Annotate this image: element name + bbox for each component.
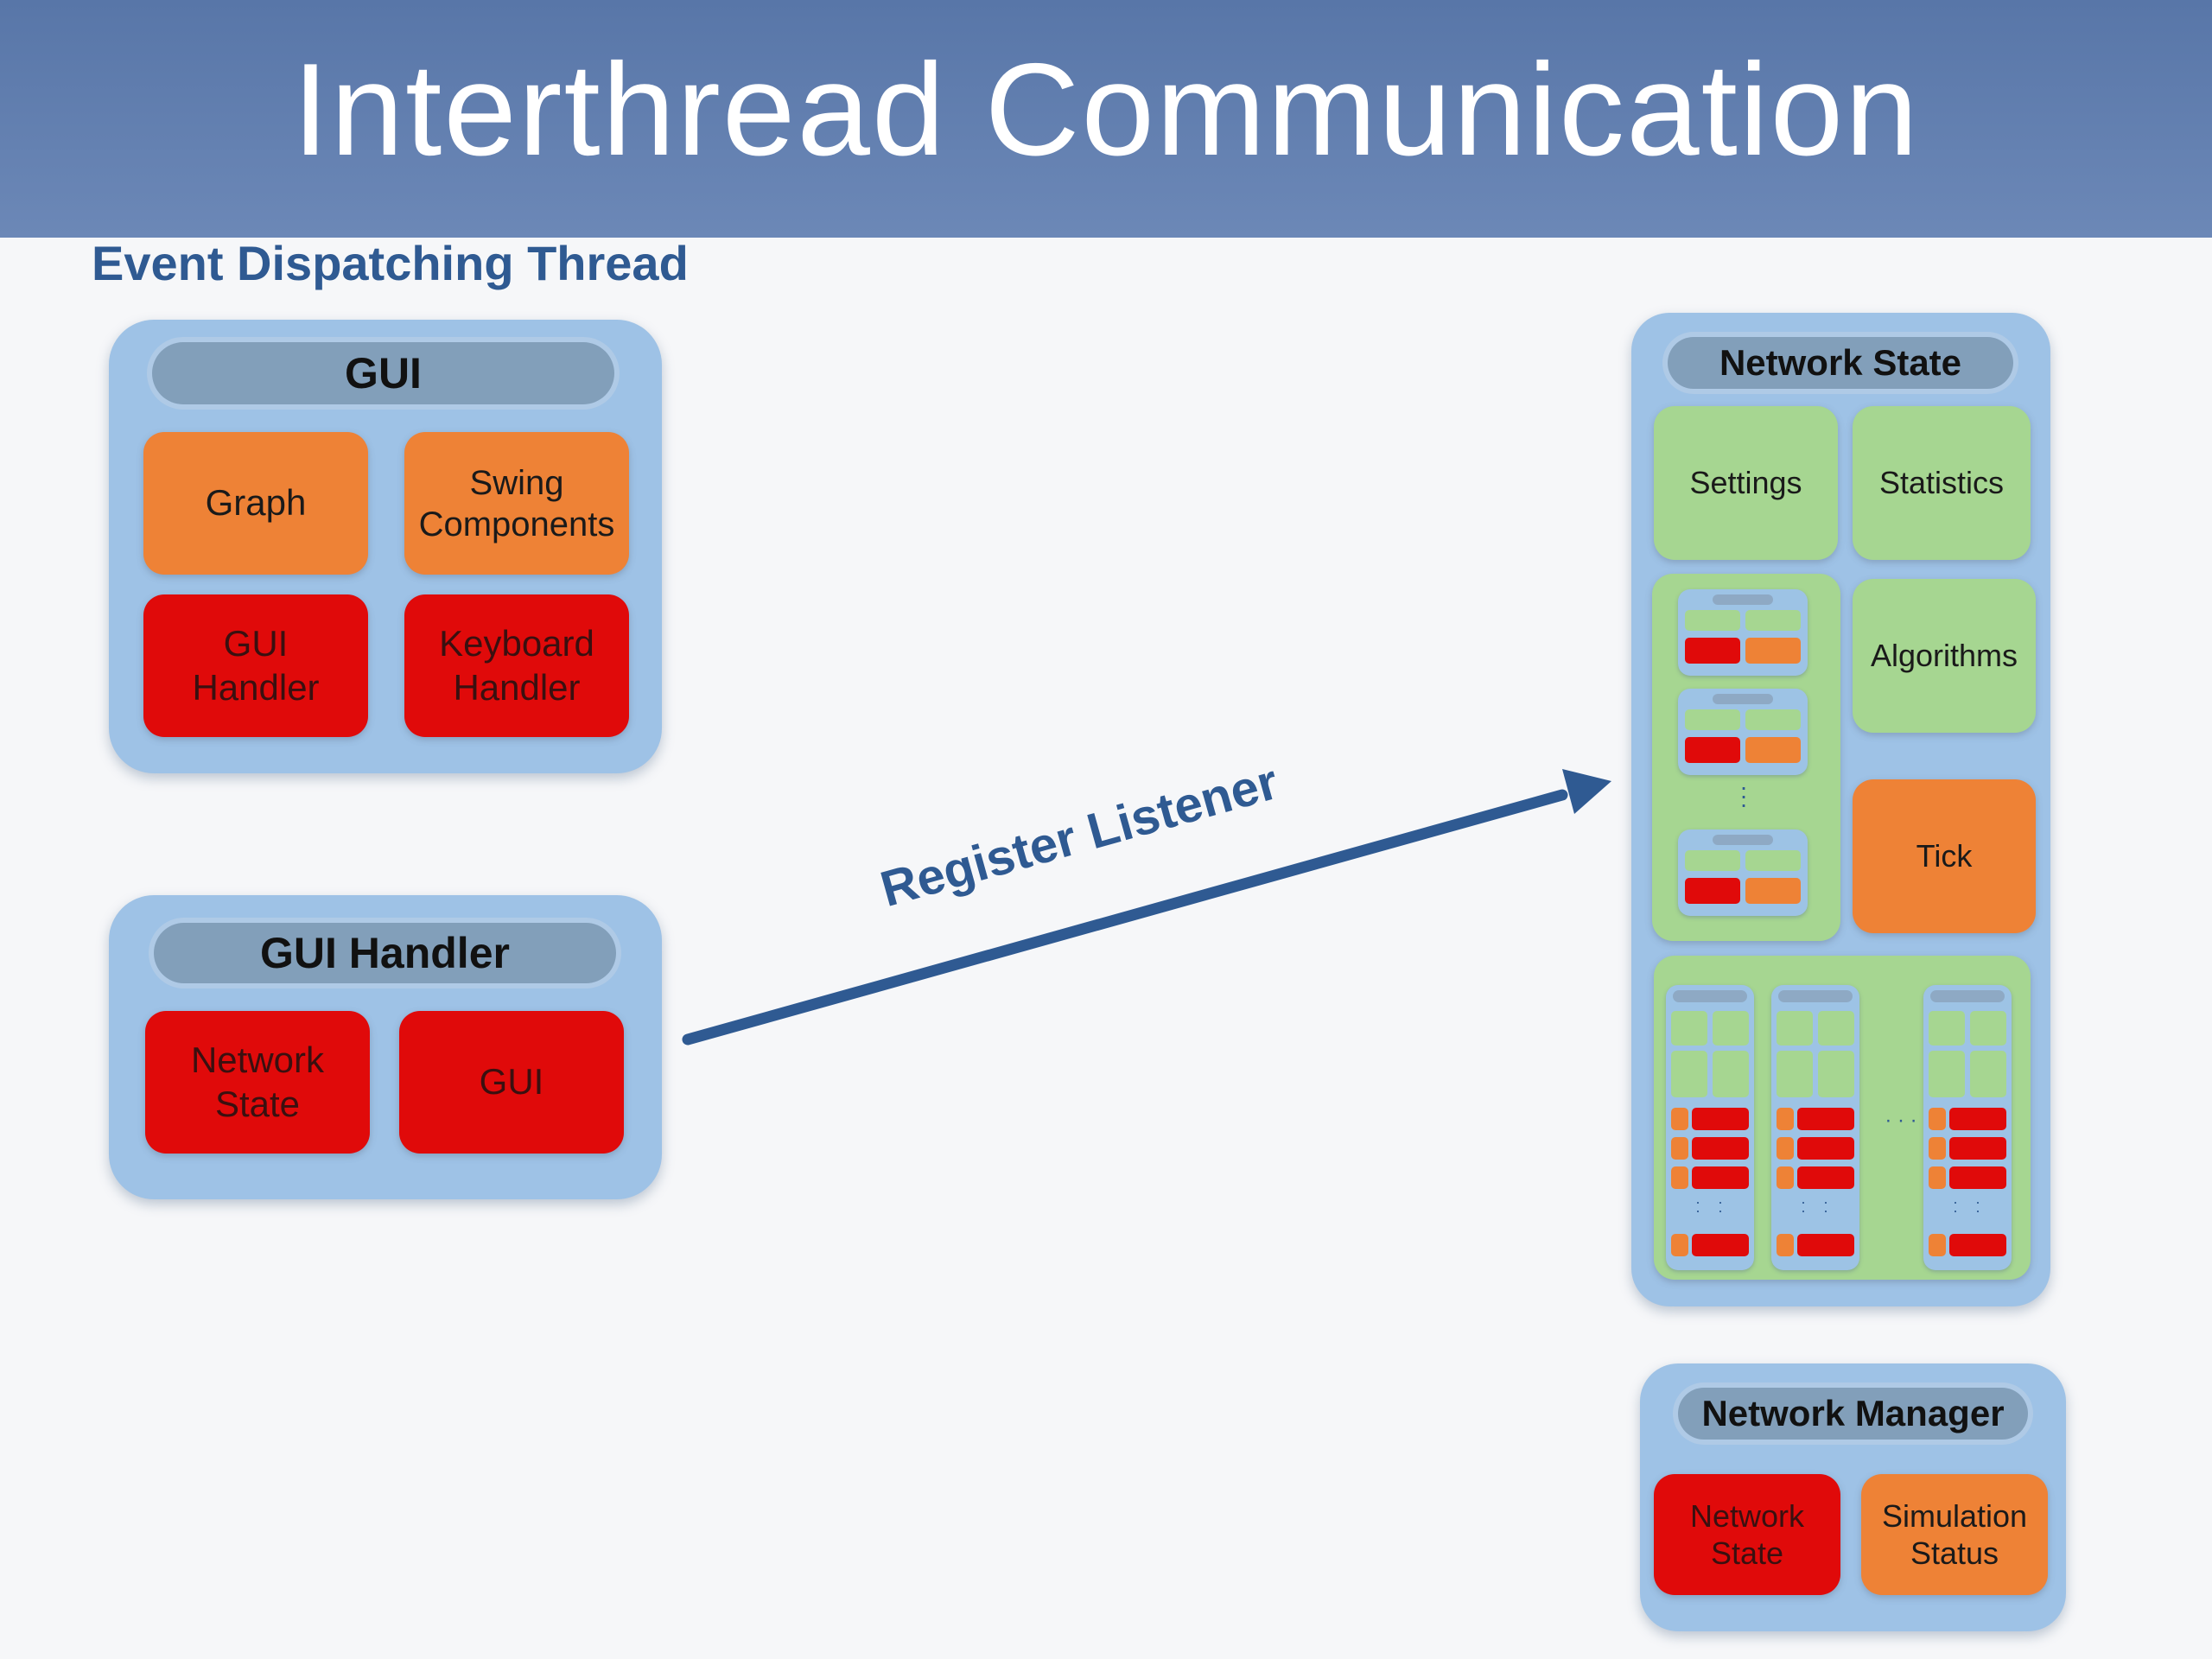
processor-queue-mini [1671,1234,1688,1256]
processor-algorithm-mini [1692,1234,1749,1256]
processor-algorithm-mini [1692,1137,1749,1160]
processor-queue-mini [1777,1108,1794,1130]
simulation-status-box: Simulation Status [1861,1474,2048,1595]
links-container: ··· [1652,574,1840,941]
processor-shared-memory-mini [1713,1051,1749,1097]
link-item [1678,589,1808,676]
gui-handler-box: GUI Handler [143,594,368,737]
processor-algorithm-mini [1797,1166,1854,1189]
processor-item: · ·· · [1666,985,1754,1270]
processor-statistics-mini [1970,1011,2006,1046]
processor-queue-mini [1929,1166,1946,1189]
processor-algorithm-mini [1692,1108,1749,1130]
processor-settings-mini [1671,1011,1707,1046]
processor-ellipsis-dots: · ·· · [1695,1193,1723,1219]
processor-title-pill [1930,990,2005,1002]
processor-algorithm-mini [1692,1166,1749,1189]
processor-algorithm-mini [1949,1108,2006,1130]
link-statistics-mini [1745,610,1801,631]
processor-algorithm-mini [1949,1166,2006,1189]
network-manager-network-state-box: Network State [1654,1474,1840,1595]
link-settings-mini [1685,850,1740,871]
processor-title-pill [1778,990,1853,1002]
gui-handler-panel-title: GUI Handler [154,923,616,983]
processor-algorithm-mini [1949,1234,2006,1256]
link-message-queue-mini [1745,737,1801,763]
processors-container: · ·· · · ·· · · · · [1654,956,2031,1280]
link-title-pill [1713,835,1773,845]
link-ellipsis-dots: ··· [1739,773,1748,817]
link-title-pill [1713,694,1773,704]
settings-box: Settings [1654,406,1838,560]
processor-ellipsis-dots: · ·· · [1953,1193,1980,1219]
processor-algorithm-mini [1797,1108,1854,1130]
arrow-shaft [682,789,1568,1046]
processor-neighbours-mini [1929,1051,1965,1097]
processor-algorithm-mini [1797,1137,1854,1160]
processor-queue-mini [1671,1108,1688,1130]
processor-queue-mini [1671,1166,1688,1189]
processor-queue-mini [1777,1166,1794,1189]
algorithms-box: Algorithms [1853,579,2036,733]
processor-queue-mini [1929,1108,1946,1130]
link-settings-mini [1685,610,1740,631]
link-message-queue-mini [1745,878,1801,904]
link-handler-mini [1685,878,1740,904]
link-statistics-mini [1745,709,1801,730]
processor-title-pill [1673,990,1747,1002]
link-title-pill [1713,594,1773,605]
processor-algorithm-mini [1949,1137,2006,1160]
link-statistics-mini [1745,850,1801,871]
network-state-panel: Network State Settings Statistics Algori… [1631,313,2050,1306]
processor-settings-mini [1777,1011,1813,1046]
tick-box: Tick [1853,779,2036,933]
statistics-box: Statistics [1853,406,2031,560]
processor-neighbours-mini [1777,1051,1813,1097]
link-item [1678,689,1808,775]
gui-handler-panel: GUI Handler Network State GUI [109,895,662,1199]
slide-title: Interthread Communication [292,36,1920,183]
processor-queue-mini [1929,1137,1946,1160]
processor-queue-mini [1777,1234,1794,1256]
processor-queue-mini [1929,1234,1946,1256]
processor-shared-memory-mini [1818,1051,1854,1097]
processor-queue-mini [1777,1137,1794,1160]
graph-box: Graph [143,432,368,575]
network-state-panel-title: Network State [1668,337,2013,389]
gui-panel-title: GUI [152,342,614,404]
link-handler-mini [1685,638,1740,664]
arrow-head [1562,769,1611,814]
gui-panel: GUI Graph Swing Components GUI Handler K… [109,320,662,773]
title-bar: Interthread Communication [0,0,2212,238]
link-item [1678,830,1808,916]
link-message-queue-mini [1745,638,1801,664]
processor-item: · ·· · [1771,985,1859,1270]
gui-handler-gui-box: GUI [399,1011,624,1154]
processor-statistics-mini [1818,1011,1854,1046]
processor-statistics-mini [1713,1011,1749,1046]
network-manager-panel: Network Manager Network State Simulation… [1640,1363,2066,1631]
gui-handler-network-state-box: Network State [145,1011,370,1154]
keyboard-handler-box: Keyboard Handler [404,594,629,737]
processor-settings-mini [1929,1011,1965,1046]
link-settings-mini [1685,709,1740,730]
processor-algorithm-mini [1797,1234,1854,1256]
processor-shared-memory-mini [1970,1051,2006,1097]
processor-item: · ·· · [1923,985,2012,1270]
section-label: Event Dispatching Thread [92,236,689,290]
network-manager-panel-title: Network Manager [1678,1388,2028,1440]
processor-ellipsis-dots: · ·· · [1801,1193,1828,1219]
link-handler-mini [1685,737,1740,763]
processors-ellipsis-dots: · · · [1885,1109,1917,1132]
processor-queue-mini [1671,1137,1688,1160]
processor-neighbours-mini [1671,1051,1707,1097]
swing-components-box: Swing Components [404,432,629,575]
